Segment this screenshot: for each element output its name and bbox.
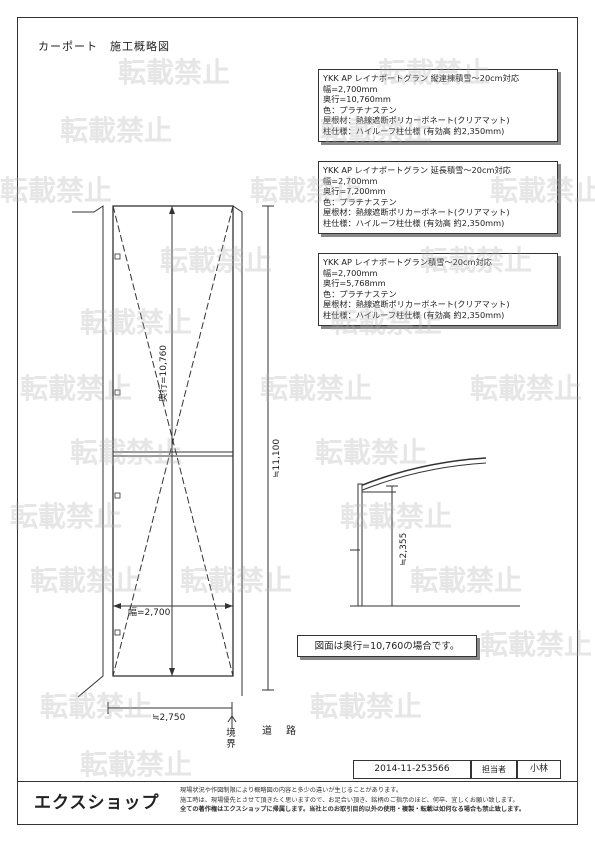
spec-3-color: 色：プラチナステン bbox=[323, 288, 397, 299]
legal-line-1: 現場状況や作図制限により概略図の内容と多少の違いが生じることがあります。 bbox=[180, 787, 403, 794]
spec-1-roof: 屋根材：熱線遮断ポリカーボネート(クリアマット) bbox=[323, 115, 510, 126]
company-logo: エクスショップ bbox=[34, 793, 160, 813]
legal-line-2: 施工時は、現場優先とさせて頂きたく思いますので、お足合い頂き、銘柄のご指示のほど… bbox=[180, 796, 519, 804]
arrow-head bbox=[225, 603, 233, 609]
spec-box-1: YKK AP レイナポートグラン 縦連棟積雪～20cm対応 幅=2,700mm … bbox=[318, 69, 558, 142]
spec-1-name: YKK AP レイナポートグラン 縦連棟積雪～20cm対応 bbox=[323, 73, 520, 83]
staff-label-cell: 担当者 bbox=[471, 760, 517, 779]
spec-2-depth: 奥行=7,200mm bbox=[323, 186, 386, 197]
staff-name-cell: 小林 bbox=[517, 760, 561, 779]
diagonal-line-2 bbox=[112, 205, 234, 677]
arrow-head bbox=[169, 668, 175, 676]
pillar-elevation bbox=[357, 483, 363, 607]
total-depth-label: ≒11,100 bbox=[272, 439, 282, 478]
spec-box-3: YKK AP レイナポートグラン積雪～20cm対応 幅=2,700mm 奥行=5… bbox=[318, 253, 558, 326]
pillar-marker bbox=[114, 253, 121, 260]
carport-outline bbox=[112, 205, 234, 677]
spec-3-roof: 屋根材：熱線遮断ポリカーボネート(クリアマット) bbox=[323, 299, 510, 310]
spec-2-name: YKK AP レイナポートグラン 延長積雪～20cm対応 bbox=[323, 165, 511, 175]
spec-2-pillar: 柱仕様：ハイルーフ柱仕様 (有効高 約2,350mm) bbox=[323, 217, 505, 228]
spec-2-width: 幅=2,700mm bbox=[323, 175, 378, 186]
spec-3-pillar: 柱仕様：ハイルーフ柱仕様 (有効高 約2,350mm) bbox=[323, 309, 505, 320]
drawing-sheet bbox=[17, 17, 578, 825]
footer-divider bbox=[17, 781, 578, 782]
drawing-id-cell: 2014-11-253566 bbox=[353, 760, 471, 779]
legal-notice: 現場状況や作図制限により概略図の内容と多少の違いが生じることがあります。 施工時… bbox=[180, 786, 570, 815]
boundary-wall-left bbox=[72, 205, 104, 698]
roof-curve bbox=[359, 457, 487, 487]
legal-line-3: 全ての著作権はエクスショップに帰属します。当社とのお取引目的以外の使用・複製・転… bbox=[180, 806, 526, 813]
boundary-arrow-head bbox=[227, 715, 237, 723]
road-label: 道 路 bbox=[262, 726, 298, 737]
roof-curve-lower bbox=[359, 462, 487, 492]
spec-3-width: 幅=2,700mm bbox=[323, 267, 378, 278]
boundary-label: 境界 bbox=[226, 728, 236, 750]
total-width-label: ≒2,750 bbox=[152, 713, 186, 723]
arrow-head bbox=[169, 206, 175, 214]
spec-1-pillar: 柱仕様：ハイルーフ柱仕様 (有効高 約2,350mm) bbox=[323, 125, 505, 136]
pillar-marker bbox=[114, 629, 121, 636]
width-label: 幅=2,700 bbox=[128, 606, 171, 618]
spec-2-roof: 屋根材：熱線遮断ポリカーボネート(クリアマット) bbox=[323, 207, 510, 218]
spec-1-depth: 奥行=10,760mm bbox=[323, 94, 391, 105]
spec-1-color: 色：プラチナステン bbox=[323, 104, 397, 115]
depth-label: 奥行=10,760 bbox=[157, 345, 169, 402]
spec-3-depth: 奥行=5,768mm bbox=[323, 278, 386, 289]
drawing-note: 図面は奥行=10,760の場合です。 bbox=[297, 635, 477, 657]
page-title: カーポート 施工概略図 bbox=[38, 40, 170, 53]
height-label: ≒2,355 bbox=[399, 533, 409, 566]
arrow-head bbox=[113, 603, 121, 609]
pillar-marker bbox=[114, 389, 121, 396]
spec-box-2: YKK AP レイナポートグラン 延長積雪～20cm対応 幅=2,700mm 奥… bbox=[318, 161, 558, 234]
pillar-marker bbox=[114, 492, 121, 499]
spec-1-width: 幅=2,700mm bbox=[323, 83, 378, 94]
spec-2-color: 色：プラチナステン bbox=[323, 196, 397, 207]
spec-3-name: YKK AP レイナポートグラン積雪～20cm対応 bbox=[323, 257, 492, 267]
boundary-wall-right bbox=[232, 205, 243, 696]
